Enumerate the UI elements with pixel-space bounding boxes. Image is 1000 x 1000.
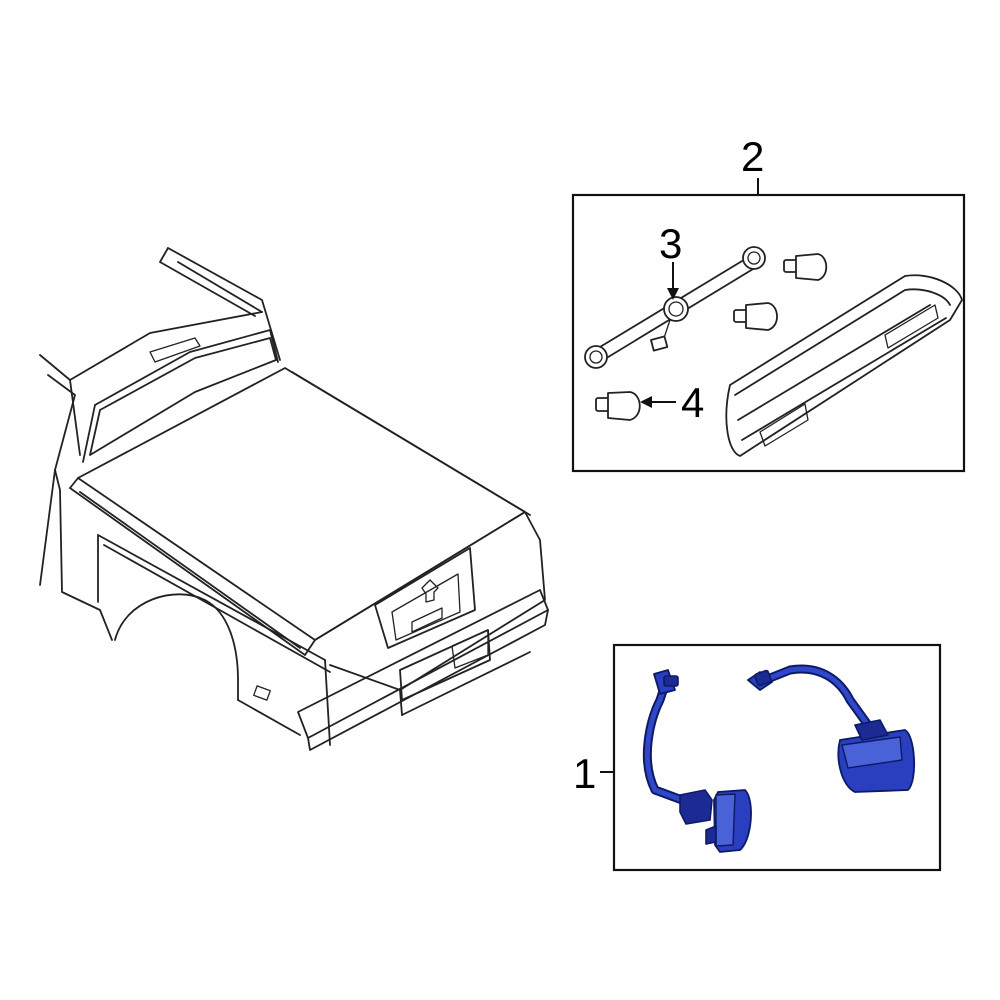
bulb-part-4 [595, 391, 641, 421]
callout-4: 4 [681, 379, 704, 426]
panel-part-2 [571, 178, 966, 473]
bulb-middle [733, 302, 778, 331]
truck-rear-illustration [39, 247, 549, 751]
panel-part-1 [600, 643, 942, 872]
callout-1: 1 [573, 750, 596, 797]
callout-2: 2 [741, 133, 764, 180]
callout-4-leader [640, 396, 676, 408]
callout-3-leader [667, 262, 679, 300]
license-lamp-right [747, 664, 916, 793]
bulb-socket-harness [584, 246, 766, 369]
callout-3: 3 [659, 220, 682, 267]
high-mount-stop-lamp [725, 274, 963, 457]
bulb-upper [783, 253, 828, 281]
license-lamp-left [642, 669, 752, 853]
